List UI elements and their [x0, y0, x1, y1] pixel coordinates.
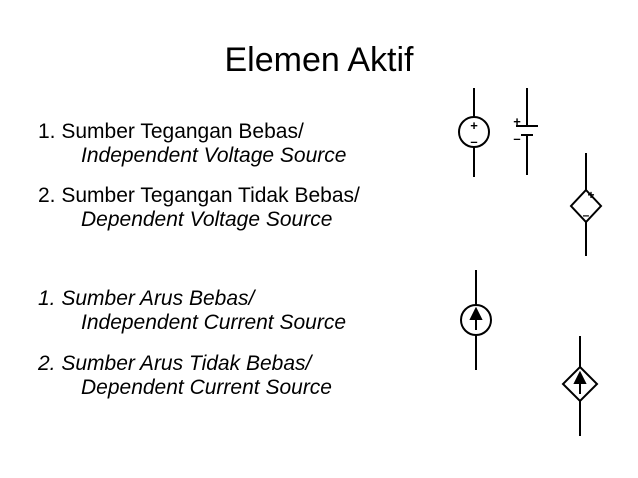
dependent-voltage-source-icon: + – — [569, 153, 603, 256]
independent-current-source-icon — [460, 270, 492, 370]
independent-voltage-source-icon: + – — [458, 88, 490, 177]
dependent-current-source-icon — [561, 336, 599, 436]
list-item-independent-voltage: 1. Sumber Tegangan Bebas/ Independent Vo… — [38, 120, 346, 168]
list-item-dependent-current: 2. Sumber Arus Tidak Bebas/ Dependent Cu… — [38, 352, 332, 400]
minus-sign: – — [513, 131, 520, 146]
list-item-dependent-voltage: 2. Sumber Tegangan Tidak Bebas/ Dependen… — [38, 184, 360, 232]
minus-sign: – — [583, 208, 590, 222]
slide-title: Elemen Aktif — [224, 41, 414, 79]
item-sublabel-en: Dependent Current Source — [81, 376, 332, 399]
plus-sign: + — [587, 188, 594, 202]
item-sublabel-en: Independent Current Source — [81, 311, 347, 334]
item-sublabel-en: Independent Voltage Source — [81, 144, 347, 167]
item-label-id: 2. Sumber Arus Tidak Bebas/ — [38, 352, 312, 375]
plus-sign: + — [513, 114, 521, 129]
minus-sign: – — [470, 134, 477, 149]
battery-icon: + – — [513, 88, 538, 175]
item-label-id: 2. Sumber Tegangan Tidak Bebas/ — [38, 184, 360, 207]
item-label-id: 1. Sumber Tegangan Bebas/ — [38, 120, 304, 143]
plus-sign: + — [470, 118, 478, 133]
list-item-independent-current: 1. Sumber Arus Bebas/ Independent Curren… — [38, 287, 346, 335]
item-sublabel-en: Dependent Voltage Source — [81, 208, 333, 231]
item-label-id: 1. Sumber Arus Bebas/ — [38, 287, 255, 310]
